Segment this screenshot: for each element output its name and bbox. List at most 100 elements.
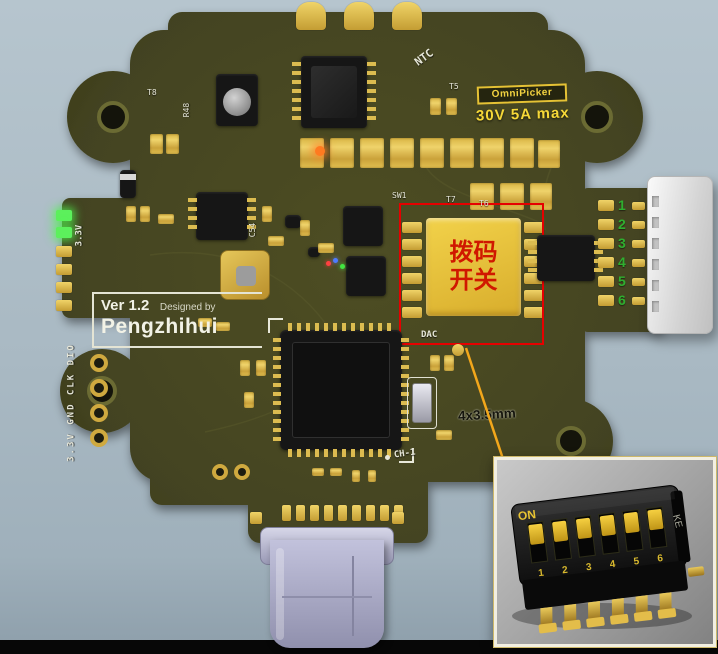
edge-pad (56, 282, 72, 293)
capacitor (318, 243, 334, 253)
capacitor (538, 140, 560, 168)
connector-pin (632, 202, 645, 210)
tab-pad (598, 295, 614, 306)
tab-pad (598, 219, 614, 230)
capacitor (150, 134, 163, 154)
connector-pin (632, 278, 645, 286)
edge-pad (56, 264, 72, 275)
connector-pin-number: 3 (618, 235, 626, 251)
regulator-chip (196, 192, 248, 240)
connector-pin-number: 5 (618, 273, 626, 289)
green-led (56, 210, 72, 221)
ref-t8: T8 (147, 88, 157, 97)
dip-switch-body: 拨码 开关 (426, 218, 521, 316)
dip-pad-right (524, 290, 544, 301)
inset-pin-number: 6 (657, 553, 664, 565)
status-led-red (326, 261, 331, 266)
crystal (412, 383, 432, 423)
capacitor (470, 183, 494, 210)
status-led-blue (333, 258, 338, 263)
io-pad (90, 404, 108, 422)
edge-pad (380, 505, 389, 521)
author-text: Pengzhihui (101, 315, 218, 338)
edge-pad (282, 505, 291, 521)
jst-slot (652, 301, 659, 312)
regulator-pins-left (188, 198, 197, 234)
capacitor (446, 98, 457, 115)
ref-t5: T5 (449, 82, 459, 91)
capacitor (510, 138, 534, 168)
ref-t6: T6 (479, 199, 489, 208)
mosfet-chip (537, 235, 595, 281)
top-tab-pad (392, 2, 422, 30)
version-line: Ver 1.2 Designed by (101, 297, 262, 315)
jst-slot (652, 196, 659, 207)
ref-t7: T7 (446, 195, 456, 204)
hole-pad (212, 464, 228, 480)
io-pad (90, 379, 108, 397)
connector-pin (632, 240, 645, 248)
edge-pad (310, 505, 319, 521)
capacitor (240, 360, 250, 376)
qfn-pins-left (292, 62, 301, 120)
capacitor-can-top (223, 88, 251, 116)
capacitor (430, 355, 440, 371)
io-pad (90, 429, 108, 447)
sot-transistor (285, 215, 301, 228)
dip-pad-left (402, 222, 422, 233)
dip-pad-left (402, 307, 422, 318)
connector-pin (632, 297, 645, 305)
rating-text: 30V 5A max (475, 104, 570, 125)
tab-pad (598, 200, 614, 211)
capacitor (262, 206, 272, 222)
capacitor (244, 392, 254, 408)
mcu-pins-bottom (288, 449, 394, 457)
ref-r48: R48 (182, 102, 191, 118)
capacitor (166, 134, 179, 154)
capacitor (368, 470, 376, 482)
capacitor (500, 183, 524, 210)
jst-slot (652, 217, 659, 228)
mcu-pins-right (401, 338, 409, 442)
capacitor (126, 206, 136, 222)
small-ic (346, 256, 386, 296)
highlight-red-box (399, 203, 544, 345)
sot-transistor (308, 247, 320, 257)
capacitor (330, 468, 342, 476)
capacitor (198, 318, 212, 327)
capacitor (268, 236, 284, 246)
dac-label: DAC (421, 330, 438, 340)
small-ic (343, 206, 383, 246)
jst-slot (652, 259, 659, 270)
mcu-pins-left (273, 338, 281, 442)
mcu-pins-top (288, 323, 394, 331)
inset-pin-number: 1 (538, 568, 545, 580)
capacitor (420, 138, 444, 168)
tab-pad (598, 238, 614, 249)
edge-pad (366, 505, 375, 521)
version-text: Ver 1.2 (101, 297, 150, 314)
capacitor (360, 138, 384, 168)
edge-pad (296, 505, 305, 521)
capacitor (430, 98, 441, 115)
usb-anchor-pad (392, 512, 404, 524)
connector-pin-number: 2 (618, 216, 626, 232)
usb-c-connector (270, 540, 384, 648)
top-tab-pad (296, 2, 326, 30)
capacitor (216, 322, 230, 331)
inset-pin-number: 3 (585, 562, 592, 574)
connector-pin-number: 6 (618, 292, 626, 308)
connector-pin (632, 221, 645, 229)
top-tab-pad (344, 2, 374, 30)
inset-side-label: KE (670, 513, 684, 529)
dip-label-line1: 拨码 (449, 238, 498, 266)
capacitor (436, 430, 452, 440)
capacitor (330, 138, 354, 168)
silkscreen-corner-mark (399, 448, 414, 463)
capacitor (444, 355, 454, 371)
mcu-die (292, 342, 390, 438)
capacitor (256, 360, 266, 376)
jst-slot (652, 238, 659, 249)
capacitor (158, 214, 174, 224)
brand-badge-text: OmniPicker (491, 86, 553, 101)
